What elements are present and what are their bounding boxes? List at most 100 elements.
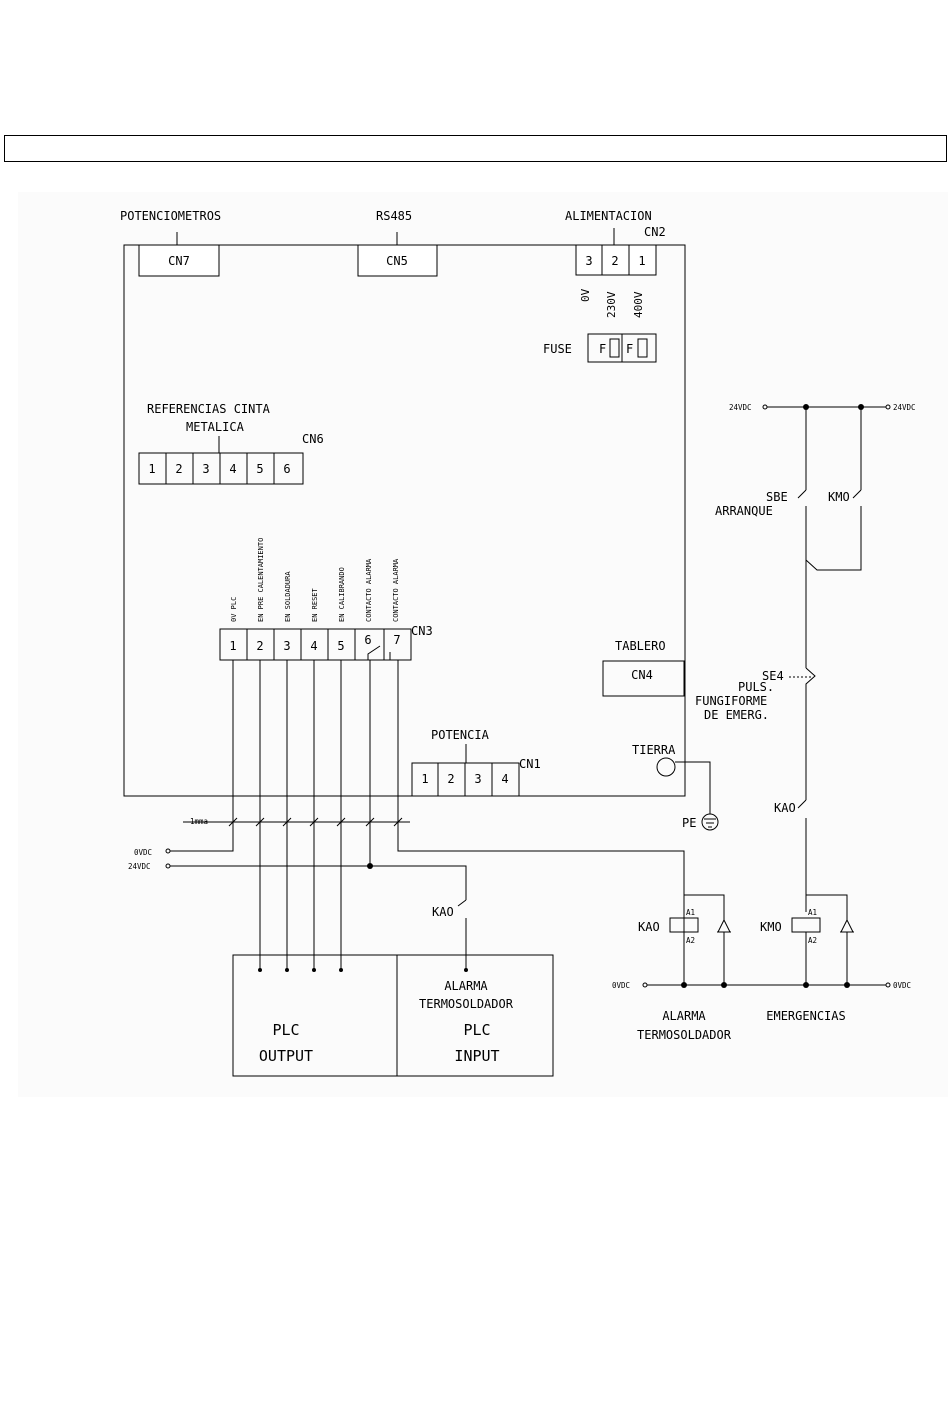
label-24vdc-top-right: 24VDC [893, 403, 916, 412]
label-1mma: 1mma [190, 817, 208, 826]
label-puls-2: FUNGIFORME [695, 694, 767, 708]
earth-wire [675, 761, 711, 814]
cn3-pin: 7 [393, 633, 400, 647]
connector-cn2 [575, 244, 657, 276]
sbe-contact-icon [797, 489, 807, 570]
cn1-pins: 1 2 3 4 [421, 772, 508, 786]
cn3-pin: 4 [310, 639, 317, 653]
connector-cn5 [357, 244, 438, 277]
cn3-pin: 1 [229, 639, 236, 653]
connector-cn6 [138, 452, 304, 485]
label-tierra: TIERRA [632, 743, 676, 757]
cn3-signal: 0V PLC [230, 597, 238, 622]
cn3-pin: 6 [364, 633, 371, 647]
se4-contact-icon [805, 667, 816, 690]
cn3-signal: EN PRE CALENTAMIENTO [257, 538, 265, 622]
cn1-pin: 2 [447, 772, 454, 786]
label-kmo-a1: A1 [808, 908, 817, 917]
cable-ticks [228, 817, 403, 827]
cn6-pin: 1 [148, 462, 155, 476]
internal-alarm-contact [367, 645, 391, 660]
plc-box [232, 954, 554, 1077]
label-24vdc-left: 24VDC [128, 862, 151, 871]
label-cn6: CN6 [302, 432, 324, 446]
label-0vdc-left: 0VDC [134, 848, 152, 857]
label-cn4: CN4 [631, 668, 653, 682]
label-plc-output-2: OUTPUT [259, 1047, 313, 1065]
label-24vdc-top-left: 24VDC [729, 403, 752, 412]
cn2-pins: 3 2 1 [585, 254, 645, 268]
label-emergencias: EMERGENCIAS [766, 1009, 845, 1023]
title-bar [4, 135, 947, 162]
label-plc-input-2: INPUT [454, 1047, 499, 1065]
label-kmo-coil: KMO [760, 920, 782, 934]
label-arranque: ARRANQUE [715, 504, 773, 518]
cn3-signal: EN CALIBRANDO [338, 567, 346, 622]
cn2-pin: 3 [585, 254, 592, 268]
cn3-pin: 3 [283, 639, 290, 653]
connector-cn4 [602, 660, 685, 697]
cn6-pins: 1 2 3 4 5 6 [148, 462, 290, 476]
fuse-icon [637, 338, 648, 358]
cn3-pin: 5 [337, 639, 344, 653]
ground-icon [701, 813, 719, 831]
kmo-hold-contact-icon [805, 489, 862, 571]
label-se4: SE4 [762, 669, 784, 683]
cn6-pin: 2 [175, 462, 182, 476]
cn1-pin: 3 [474, 772, 481, 786]
cn6-pin: 4 [229, 462, 236, 476]
label-potencia: POTENCIA [431, 728, 490, 742]
label-kao-a2: A2 [686, 936, 695, 945]
label-fuse-f2: F [626, 342, 633, 356]
cn3-signal: CONTACTO ALARMA [392, 558, 400, 622]
diagram-background [18, 192, 948, 1097]
cn3-signal: EN RESET [311, 587, 319, 622]
earth-terminal-icon [656, 757, 676, 777]
label-alarma-2: TERMOSOLDADOR [637, 1028, 732, 1042]
label-plc-output-1: PLC [272, 1021, 299, 1039]
label-kmo-a2: A2 [808, 936, 817, 945]
label-230v: 230V [605, 291, 618, 318]
label-plc-input-1: PLC [463, 1021, 490, 1039]
fuse-icon [609, 338, 620, 358]
kao-contact-icon [457, 899, 467, 970]
label-alarma-term-1: ALARMA [444, 979, 488, 993]
label-alarma-1: ALARMA [662, 1009, 706, 1023]
plc-output-terminals [258, 968, 343, 972]
label-cn2: CN2 [644, 225, 666, 239]
cn1-pin: 1 [421, 772, 428, 786]
label-puls-1: PULS. [738, 680, 774, 694]
label-kao-coil: KAO [638, 920, 660, 934]
cn3-pins: 1 2 3 4 5 6 7 [229, 633, 400, 653]
label-pe: PE [682, 816, 696, 830]
label-cn1: CN1 [519, 757, 541, 771]
connector-cn3 [219, 628, 412, 661]
label-cn3: CN3 [411, 624, 433, 638]
label-potenciometros: POTENCIOMETROS [120, 209, 221, 223]
label-kao-series: KAO [774, 801, 796, 815]
kao-relay: A1 A2 KAO [638, 851, 731, 985]
label-kao-a1: A1 [686, 908, 695, 917]
cn6-pin: 5 [256, 462, 263, 476]
label-fuse: FUSE [543, 342, 572, 356]
label-kmo-hold: KMO [828, 490, 850, 504]
label-tablero: TABLERO [615, 639, 666, 653]
label-alarma-term-2: TERMOSOLDADOR [419, 997, 514, 1011]
label-alimentacion: ALIMENTACION [565, 209, 652, 223]
label-rs485: RS485 [376, 209, 412, 223]
cn2-pin: 1 [638, 254, 645, 268]
cn6-pin: 6 [283, 462, 290, 476]
label-referencias-1: REFERENCIAS CINTA [147, 402, 271, 416]
label-referencias-2: METALICA [186, 420, 245, 434]
label-fuse-f1: F [599, 342, 606, 356]
label-kao-contact: KAO [432, 905, 454, 919]
connector-cn7 [138, 244, 220, 277]
label-cn7: CN7 [168, 254, 190, 268]
cn3-signal-labels: 0V PLC EN PRE CALENTAMIENTO EN SOLDADURA… [230, 538, 400, 622]
cn6-pin: 3 [202, 462, 209, 476]
cn1-pin: 4 [501, 772, 508, 786]
label-cn5: CN5 [386, 254, 408, 268]
cn3-signal: EN SOLDADURA [284, 571, 292, 622]
cn2-pin: 2 [611, 254, 618, 268]
